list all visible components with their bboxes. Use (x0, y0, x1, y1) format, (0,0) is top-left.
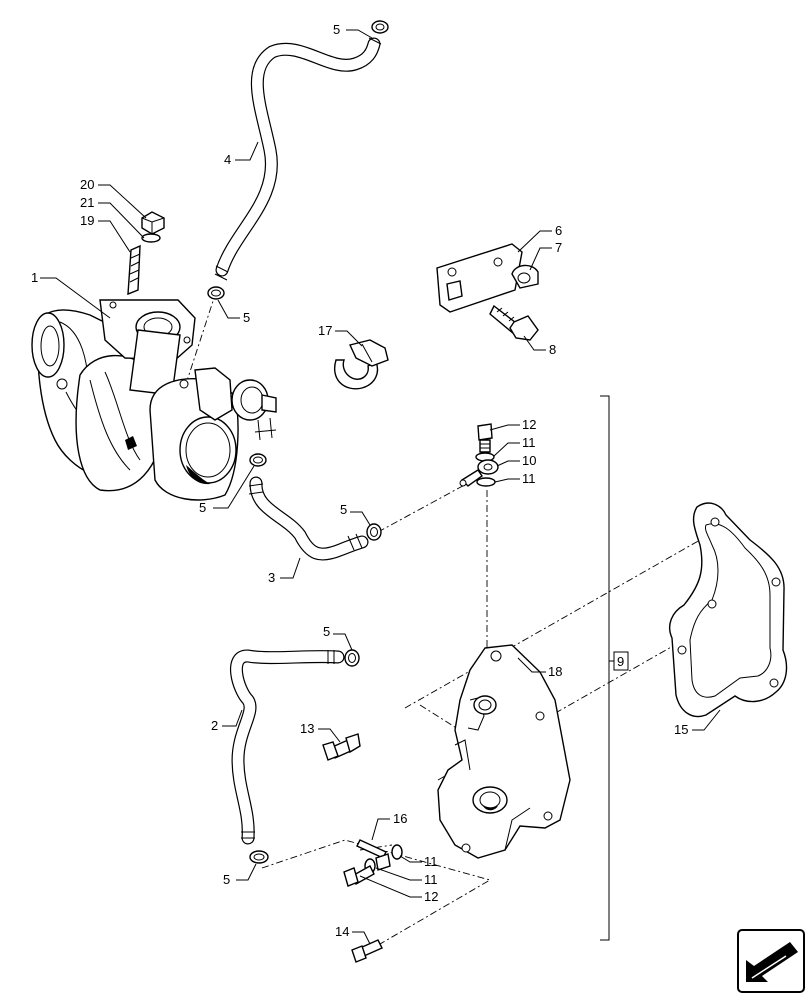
callout-18: 18 (548, 664, 562, 679)
turbocharger-1 (31, 299, 277, 501)
callout-12-lower: 12 (424, 889, 438, 904)
stud-16 (356, 839, 387, 859)
callout-11-lower-b: 11 (424, 872, 438, 887)
hose-4 (214, 37, 382, 281)
callout-6: 6 (555, 223, 562, 238)
callout-5-hose3: 5 (340, 502, 347, 517)
bolt-14 (351, 939, 383, 963)
hose-clip-5-top (371, 20, 389, 34)
washer-21 (141, 233, 161, 243)
callout-8: 8 (549, 342, 556, 357)
callout-3: 3 (268, 570, 275, 585)
hose-clip-5-mid (249, 453, 267, 467)
banjo-10 (459, 459, 499, 487)
callout-21: 21 (80, 195, 94, 210)
hose-clip-5-hose2-bottom (249, 850, 269, 864)
hose-clip-5-hose3 (366, 523, 382, 541)
callout-11-top: 11 (522, 435, 536, 450)
callout-12-top: 12 (522, 417, 536, 432)
callout-13: 13 (300, 721, 314, 736)
next-page-arrow-icon[interactable] (737, 929, 805, 993)
callout-10: 10 (522, 453, 536, 468)
oil-return-housing-18 (437, 644, 571, 859)
callout-17: 17 (318, 323, 332, 338)
callout-19: 19 (80, 213, 94, 228)
callout-5-mid: 5 (199, 500, 206, 515)
bolt-8 (489, 304, 539, 341)
washer-11-lower-a (391, 844, 403, 860)
callout-4: 4 (224, 152, 231, 167)
callout-5-upper: 5 (243, 310, 250, 325)
callout-15: 15 (674, 722, 688, 737)
bolt-12-lower (343, 853, 391, 887)
callout-11-mid: 11 (522, 471, 536, 486)
callout-16: 16 (393, 811, 407, 826)
gasket-15 (668, 502, 788, 718)
hose-clip-5-hose2-top (344, 649, 360, 667)
callout-9: 9 (617, 654, 624, 669)
callout-5-hose2: 5 (323, 624, 330, 639)
nut-20 (141, 211, 165, 235)
group-bracket-9 (600, 395, 629, 941)
callout-labels: 5 4 20 21 19 1 5 6 7 17 8 12 11 10 11 5 … (31, 22, 688, 939)
callout-2: 2 (211, 718, 218, 733)
hose-clip-5-upper (207, 286, 225, 300)
callout-5-bottom: 5 (223, 872, 230, 887)
leader-lines (40, 29, 721, 945)
clip-7 (511, 264, 539, 289)
hose-3 (248, 476, 369, 561)
callout-14: 14 (335, 924, 349, 939)
clamp-17 (333, 339, 389, 390)
callout-20: 20 (80, 177, 94, 192)
banjo-bolt-12-top (477, 423, 493, 453)
callout-11-lower-a: 11 (424, 854, 438, 869)
callout-5-top: 5 (333, 22, 340, 37)
stud-19 (127, 244, 141, 296)
washer-11-bottom (476, 477, 496, 487)
callout-7: 7 (555, 240, 562, 255)
bracket-6 (436, 243, 523, 313)
callout-1: 1 (31, 270, 38, 285)
bolt-13 (322, 733, 361, 761)
hose-2 (229, 649, 345, 845)
